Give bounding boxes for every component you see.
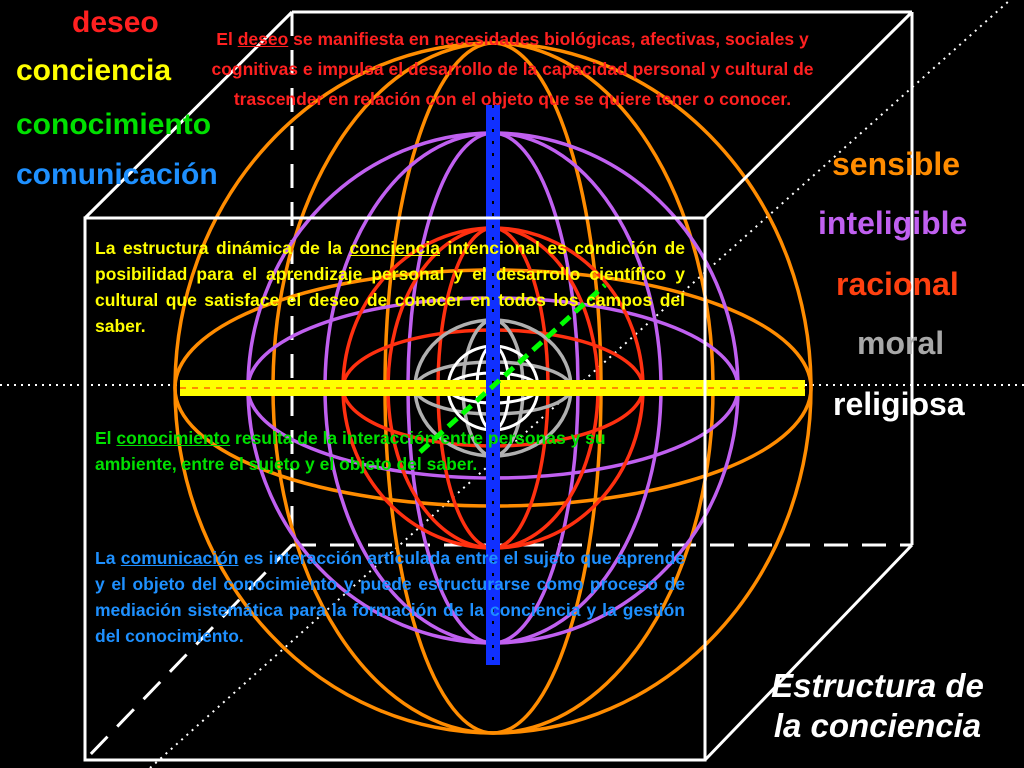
- level-moral: moral: [857, 327, 944, 359]
- level-sensible: sensible: [832, 148, 960, 180]
- comunicacion-post: es interacción articulada entre el sujet…: [95, 548, 685, 646]
- diagonal-dotted-axis: [149, 0, 1011, 768]
- label-deseo-text: deseo: [72, 6, 159, 39]
- label-deseo: deseo: [72, 8, 159, 38]
- conocimiento-pre: El: [95, 428, 117, 448]
- conciencia-post: intencional es condición de posibilidad …: [95, 238, 685, 336]
- label-conciencia-text: conciencia: [16, 54, 172, 87]
- label-comunicacion-text: comunicación: [16, 158, 218, 191]
- conocimiento-term: conocimiento: [116, 428, 231, 448]
- deseo-term: deseo: [237, 29, 289, 49]
- level-sensible-text: sensible: [832, 146, 961, 182]
- label-conocimiento: conocimiento: [16, 110, 211, 140]
- level-inteligible: inteligible: [818, 207, 967, 239]
- level-religiosa: religiosa: [833, 388, 965, 420]
- level-racional-text: racional: [836, 266, 959, 302]
- deseo-paragraph: El deseo se manifiesta en necesidades bi…: [200, 24, 825, 114]
- diagram-title-line2: la conciencia: [773, 707, 982, 744]
- conciencia-term: conciencia: [349, 238, 440, 258]
- level-moral-text: moral: [857, 325, 945, 361]
- level-inteligible-text: inteligible: [818, 205, 968, 241]
- deseo-post: se manifiesta en necesidades biológicas,…: [211, 29, 814, 109]
- comunicacion-term: comunicación: [120, 548, 239, 568]
- label-comunicacion: comunicación: [16, 160, 218, 190]
- comunicacion-paragraph: La comunicación es interacción articulad…: [95, 545, 685, 649]
- deseo-pre: El: [216, 29, 238, 49]
- cube-hidden-edges: [83, 12, 912, 762]
- diagram-title-line1: Estructura de: [771, 667, 984, 704]
- cube-visible-edges: [83, 10, 914, 762]
- conocimiento-post: resulta de la interacción entre personas…: [95, 428, 606, 474]
- label-conocimiento-text: conocimiento: [16, 108, 212, 141]
- label-conciencia: conciencia: [16, 56, 171, 86]
- level-racional: racional: [836, 268, 959, 300]
- level-religiosa-text: religiosa: [833, 386, 965, 422]
- conocimiento-paragraph: El conocimiento resulta de la interacció…: [95, 425, 685, 477]
- comunicacion-pre: La: [95, 548, 121, 568]
- conciencia-paragraph: La estructura dinámica de la conciencia …: [95, 235, 685, 339]
- diagram-title: Estructura de la conciencia: [735, 666, 1020, 746]
- conciencia-pre: La estructura dinámica de la: [95, 238, 350, 258]
- green-diagonal-axis: [418, 283, 607, 454]
